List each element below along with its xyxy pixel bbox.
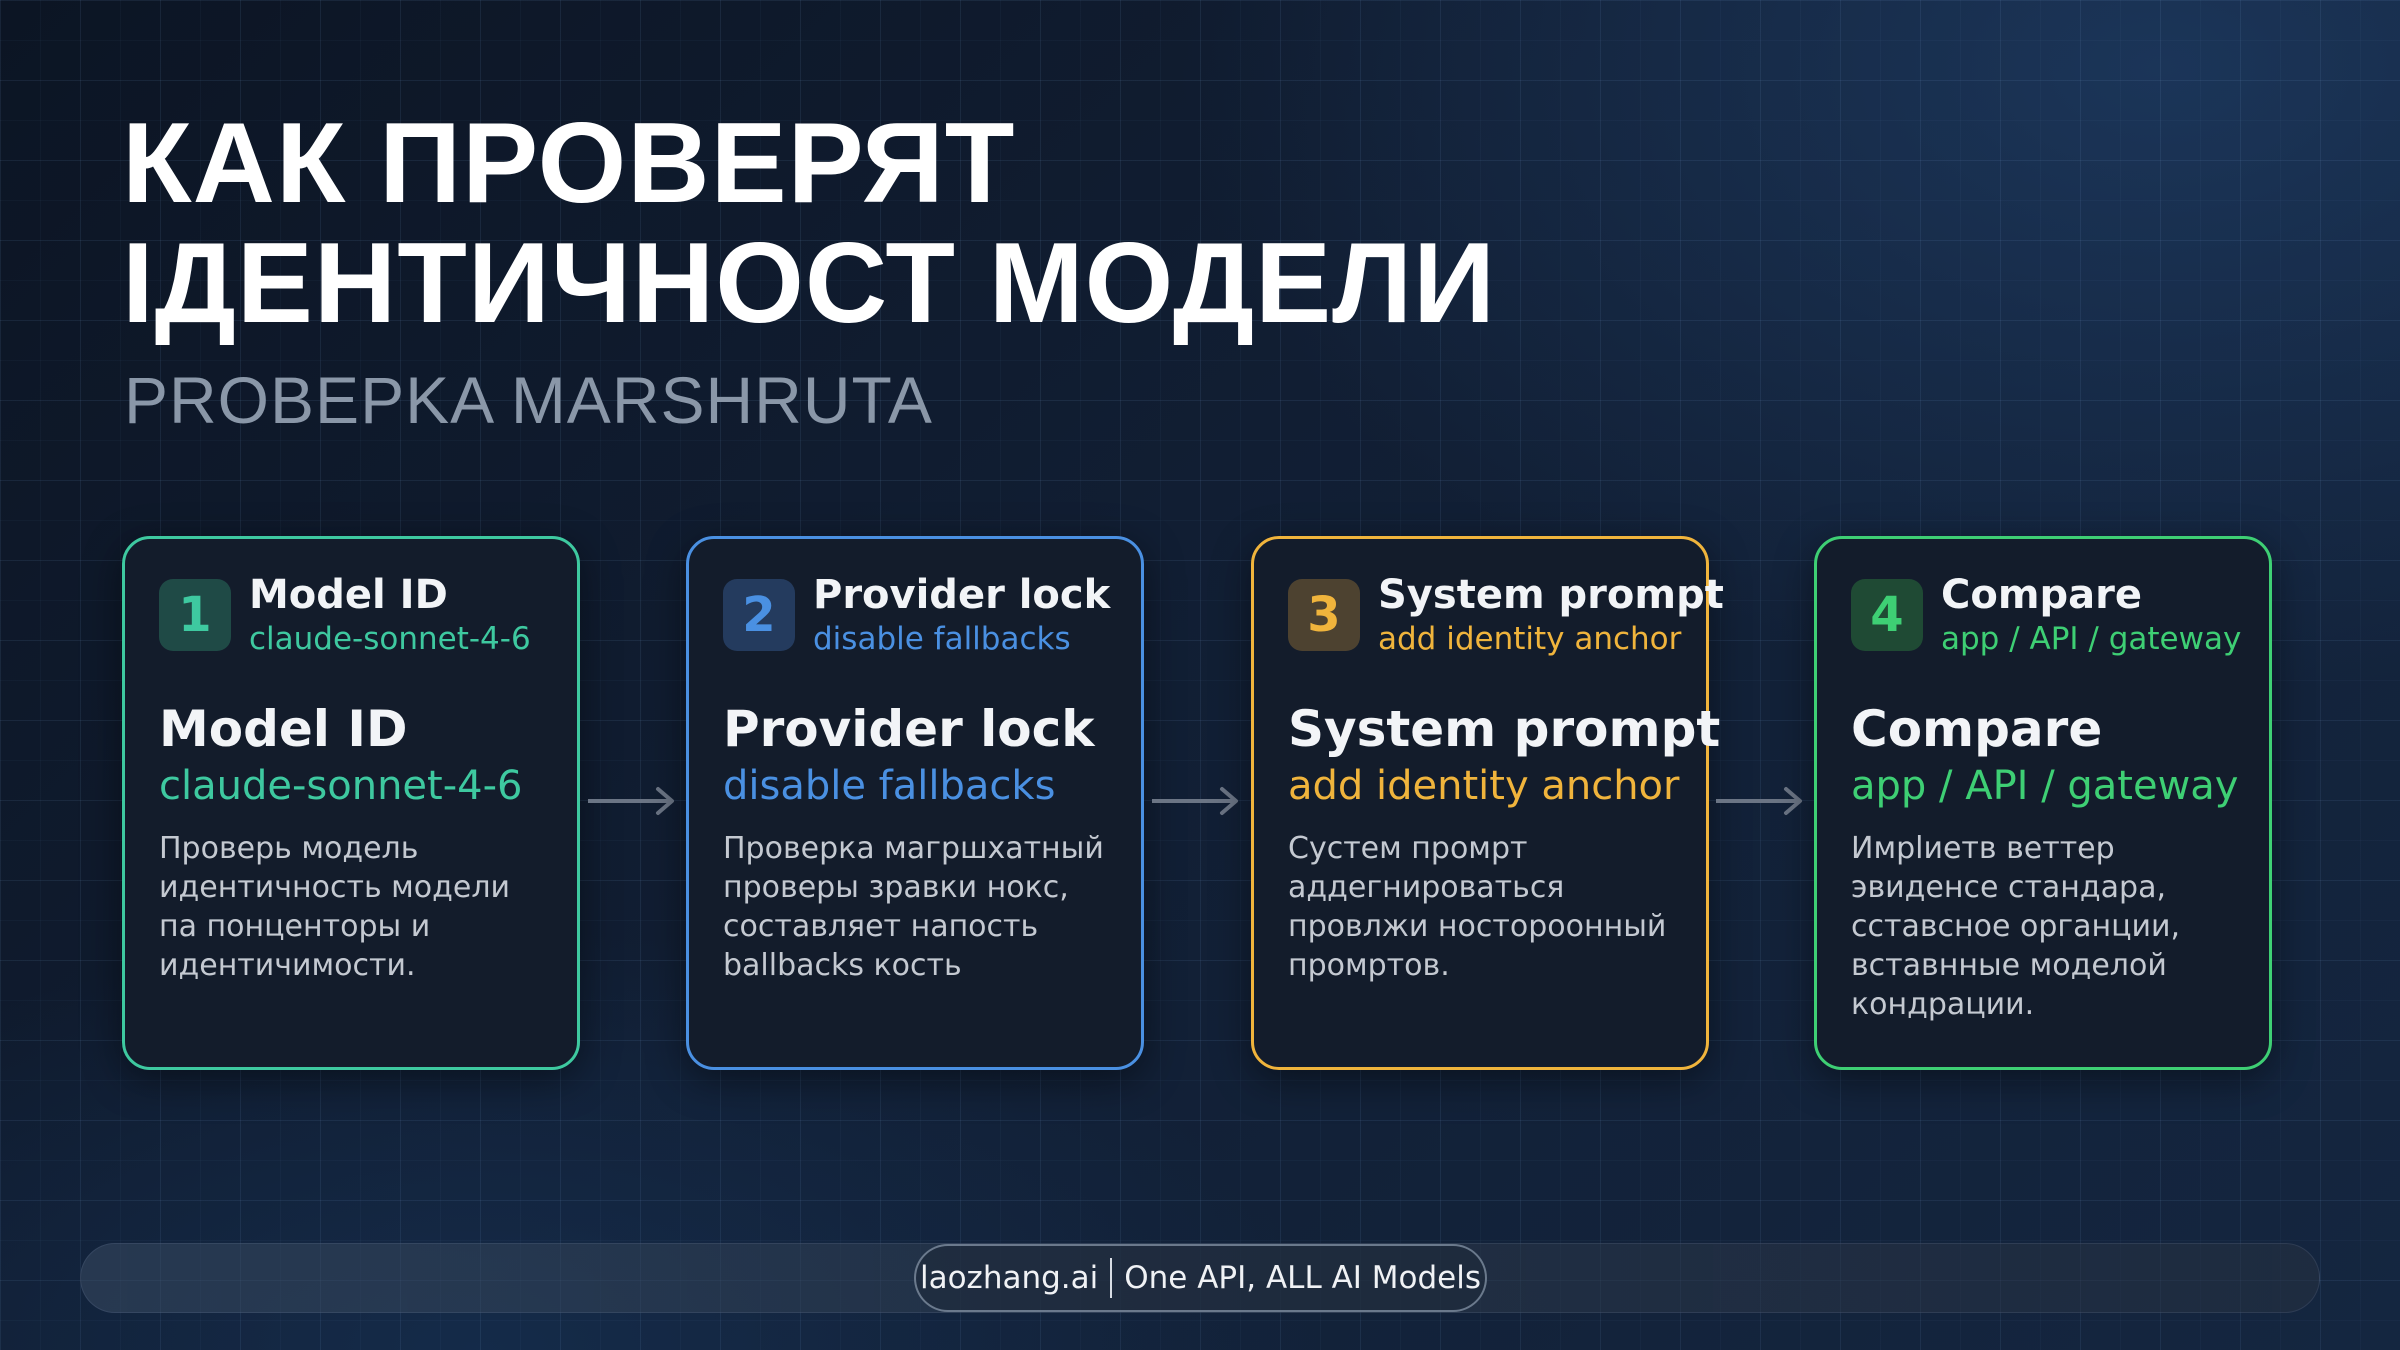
step-header-subtitle: claude-sonnet-4-6: [249, 621, 531, 657]
step-number-badge: 1: [159, 579, 231, 651]
arrow-right-icon: [588, 787, 674, 815]
step-header-title: System prompt: [1378, 572, 1724, 618]
arrow-right-icon: [1716, 787, 1802, 815]
step-header-title: Provider lock: [813, 572, 1111, 618]
step-title: Provider lock: [723, 700, 1095, 758]
step-header-subtitle: add identity anchor: [1378, 621, 1682, 657]
step-title: Compare: [1851, 700, 2103, 758]
footer-brand-pill: laozhang.ai One API, ALL AI Models: [914, 1244, 1487, 1312]
footer-tagline: One API, ALL AI Models: [1124, 1260, 1482, 1296]
step-number-badge: 4: [1851, 579, 1923, 651]
step-header-title: Compare: [1941, 572, 2142, 618]
step-header-title: Model ID: [249, 572, 448, 618]
step-number-badge: 3: [1288, 579, 1360, 651]
step-subtitle: disable fallbacks: [723, 763, 1056, 809]
page-subtitle: PROBEPKA MARSHRUTA: [124, 363, 933, 437]
step-card-provider-lock: 2 Provider lock disable fallbacks Provid…: [686, 536, 1144, 1070]
page-title-line2: ІДЕНТИЧНОСТ МОДЕЛИ: [122, 220, 1497, 347]
step-description: Сустем промрт аддегнироваться провлжи но…: [1288, 831, 1667, 983]
step-title: Model ID: [159, 700, 408, 758]
step-title: System prompt: [1288, 700, 1721, 758]
step-number-badge: 2: [723, 579, 795, 651]
step-number: 3: [1307, 587, 1341, 643]
step-number: 2: [742, 587, 776, 643]
page-title-line1: КАК ПРОВЕРЯТ: [122, 100, 1016, 227]
step-description: Проверка магршхатный проверы зравки нокс…: [723, 831, 1104, 983]
step-header-subtitle: disable fallbacks: [813, 621, 1071, 657]
step-subtitle: add identity anchor: [1288, 763, 1680, 809]
footer-separator: [1110, 1258, 1113, 1298]
step-number: 1: [178, 587, 212, 643]
step-card-system-prompt: 3 System prompt add identity anchor Syst…: [1251, 536, 1724, 1070]
step-description: Имрlиетв веттер эвиденсе стандара, сстав…: [1851, 831, 2181, 1022]
page-title: КАК ПРОВЕРЯТ ІДЕНТИЧНОСТ МОДЕЛИ: [122, 104, 1496, 344]
step-header-subtitle: app / API / gateway: [1941, 621, 2242, 657]
step-subtitle: claude-sonnet-4-6: [159, 763, 523, 809]
step-card-compare: 4 Compare app / API / gateway Compare ap…: [1814, 536, 2272, 1070]
step-description: Проверь модель идентичность модели па по…: [159, 831, 511, 983]
arrow-right-icon: [1152, 787, 1238, 815]
step-subtitle: app / API / gateway: [1851, 763, 2239, 809]
step-number: 4: [1870, 587, 1904, 643]
footer-brand: laozhang.ai: [919, 1260, 1099, 1296]
step-card-model-id: 1 Model ID claude-sonnet-4-6 Model ID cl…: [122, 536, 580, 1070]
